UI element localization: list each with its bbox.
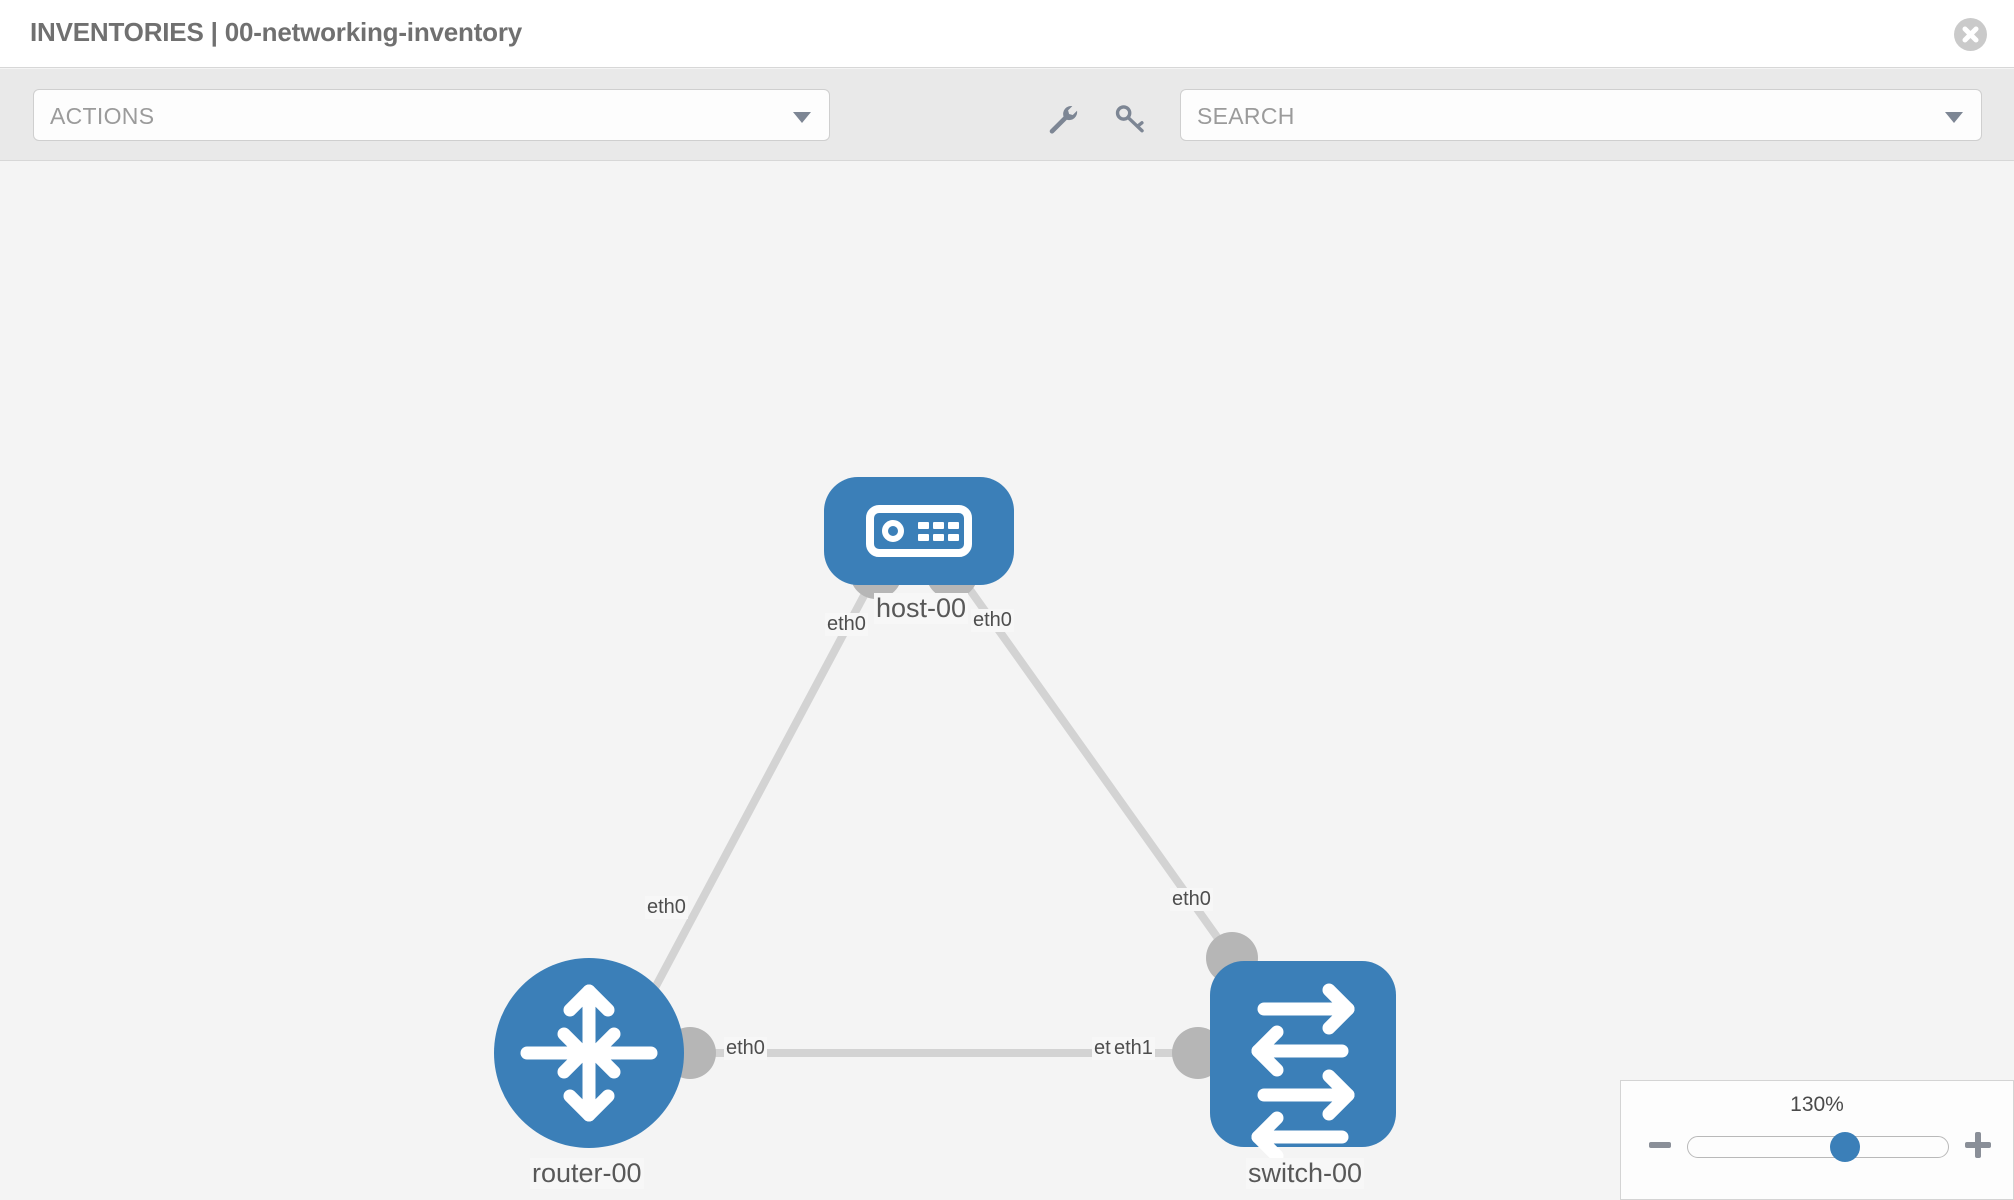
zoom-control-panel: 130% [1620,1080,2014,1200]
iface-label-router-to-switch: eth0 [724,1037,767,1060]
node-host-00[interactable] [824,477,1014,585]
chevron-down-icon [1945,112,1963,123]
topology-canvas[interactable]: host-00 router-00 switch-00 eth0 eth0 et… [0,161,2014,1200]
node-label-router-00: router-00 [530,1158,644,1189]
search-input[interactable]: SEARCH [1180,89,1982,141]
slider-thumb[interactable] [1830,1132,1861,1162]
node-label-switch-00: switch-00 [1246,1158,1365,1189]
page-title: INVENTORIES | 00-networking-inventory [30,17,523,47]
search-placeholder: SEARCH [1197,103,1295,129]
key-icon[interactable] [1113,101,1147,135]
toolbar: ACTIONS SEARCH [0,69,2014,161]
chevron-down-icon [793,112,811,123]
node-switch-00[interactable] [1210,961,1396,1163]
wrench-icon[interactable] [1045,101,1079,135]
zoom-slider-row [1621,1128,2013,1168]
node-router-00[interactable] [494,958,684,1148]
node-label-host-00: host-00 [874,593,969,624]
iface-label-switch-to-router: eth1 [1112,1037,1155,1060]
close-icon[interactable] [1954,18,1987,51]
router-arrows-icon [520,984,658,1122]
page-header: INVENTORIES | 00-networking-inventory [0,0,2014,68]
server-icon [866,505,972,557]
plus-icon[interactable] [1965,1132,1991,1158]
actions-dropdown-label: ACTIONS [50,103,155,129]
topology-graph [494,477,1396,1163]
zoom-slider[interactable] [1687,1132,1949,1162]
link-host-router [636,569,880,1020]
minus-icon[interactable] [1649,1142,1671,1148]
iface-label-host-to-router: eth0 [825,613,868,636]
iface-label-router-to-host: eth0 [645,896,688,919]
actions-dropdown[interactable]: ACTIONS [33,89,830,141]
iface-label-switch-to-host: eth0 [1170,888,1213,911]
zoom-level-value: 130% [1790,1093,1844,1116]
iface-label-host-to-switch: eth0 [971,609,1014,632]
switch-arrows-icon [1251,983,1355,1163]
